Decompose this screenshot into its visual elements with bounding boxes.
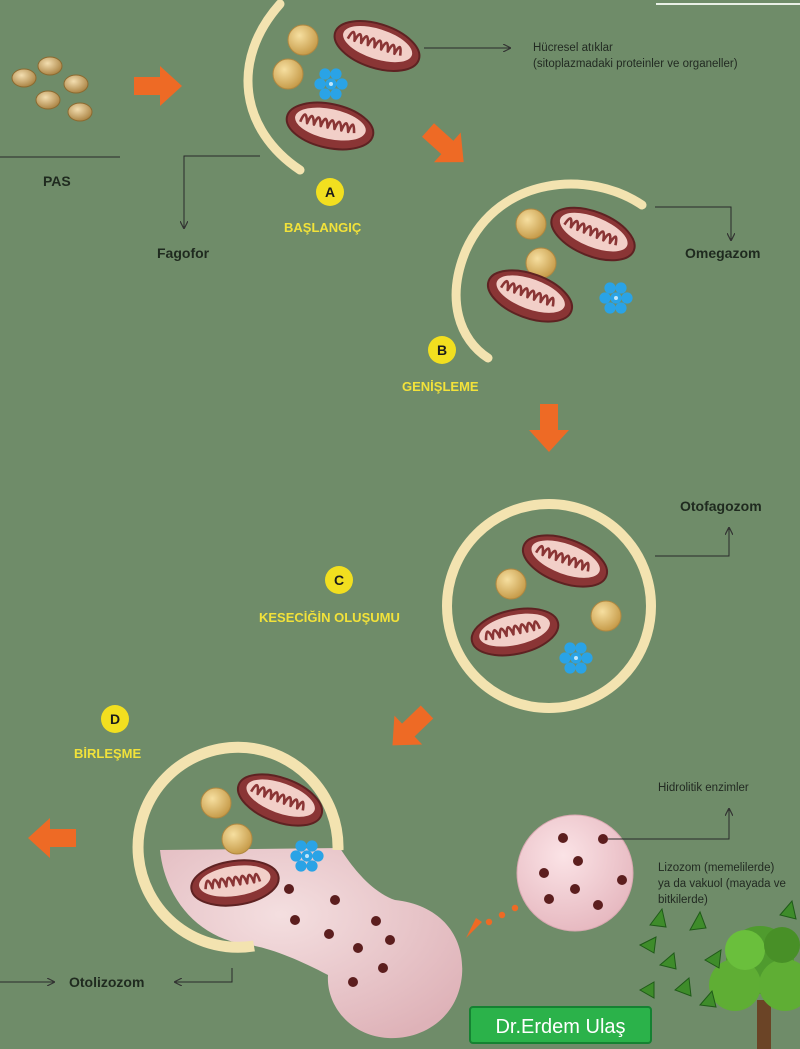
waste-label-line2: (sitoplazmadaki proteinler ve organeller… — [533, 58, 738, 70]
fagofor-pointer — [184, 155, 260, 228]
stage-d-badge: D — [101, 705, 129, 733]
otolizozom-label: Otolizozom — [69, 974, 145, 990]
omegazom-label: Omegazom — [685, 245, 761, 261]
lysosome-dots — [466, 904, 519, 938]
watermark-badge: Dr.Erdem Ulaş — [469, 1006, 652, 1044]
stage-a-badge: A — [316, 178, 344, 206]
pas-particles — [11, 56, 93, 122]
lysosome-label: Lizozom (memelilerde) ya da vakuol (maya… — [658, 860, 786, 908]
stage-a-phagophore — [243, 0, 427, 175]
lysosome-label-line2: ya da vakuol (mayada ve — [658, 878, 786, 890]
enzim-pointer — [608, 809, 729, 840]
stage-d-fusion — [132, 741, 463, 1039]
stage-a-label: BAŞLANGIÇ — [284, 220, 362, 235]
otofagozom-pointer — [655, 528, 729, 557]
otolizozom-pointer-right — [175, 968, 233, 982]
process-arrows — [28, 66, 569, 858]
stage-c-label: KESECİĞİN OLUŞUMU — [259, 610, 400, 625]
waste-label-line1: Hücresel atıklar — [533, 42, 613, 54]
lysosome — [516, 814, 634, 932]
lysosome-label-line3: bitkilerde) — [658, 894, 708, 906]
stage-c-badge: C — [325, 566, 353, 594]
stage-d-label: BİRLEŞME — [74, 746, 142, 761]
enzyme-label: Hidrolitik enzimler — [658, 782, 749, 794]
plant-decoration — [638, 899, 800, 1049]
omegazom-pointer — [655, 206, 731, 240]
stage-b-label: GENİŞLEME — [402, 379, 479, 394]
stage-b-badge: B — [428, 336, 456, 364]
stage-b-expansion — [451, 179, 647, 363]
otofagozom-label: Otofagozom — [680, 498, 762, 514]
lysosome-label-line1: Lizozom (memelilerde) — [658, 862, 775, 874]
fagofor-label: Fagofor — [157, 245, 210, 261]
pas-label: PAS — [43, 173, 71, 189]
stage-c-vesicle — [442, 499, 656, 713]
waste-label: Hücresel atıklar (sitoplazmadaki protein… — [533, 40, 738, 72]
